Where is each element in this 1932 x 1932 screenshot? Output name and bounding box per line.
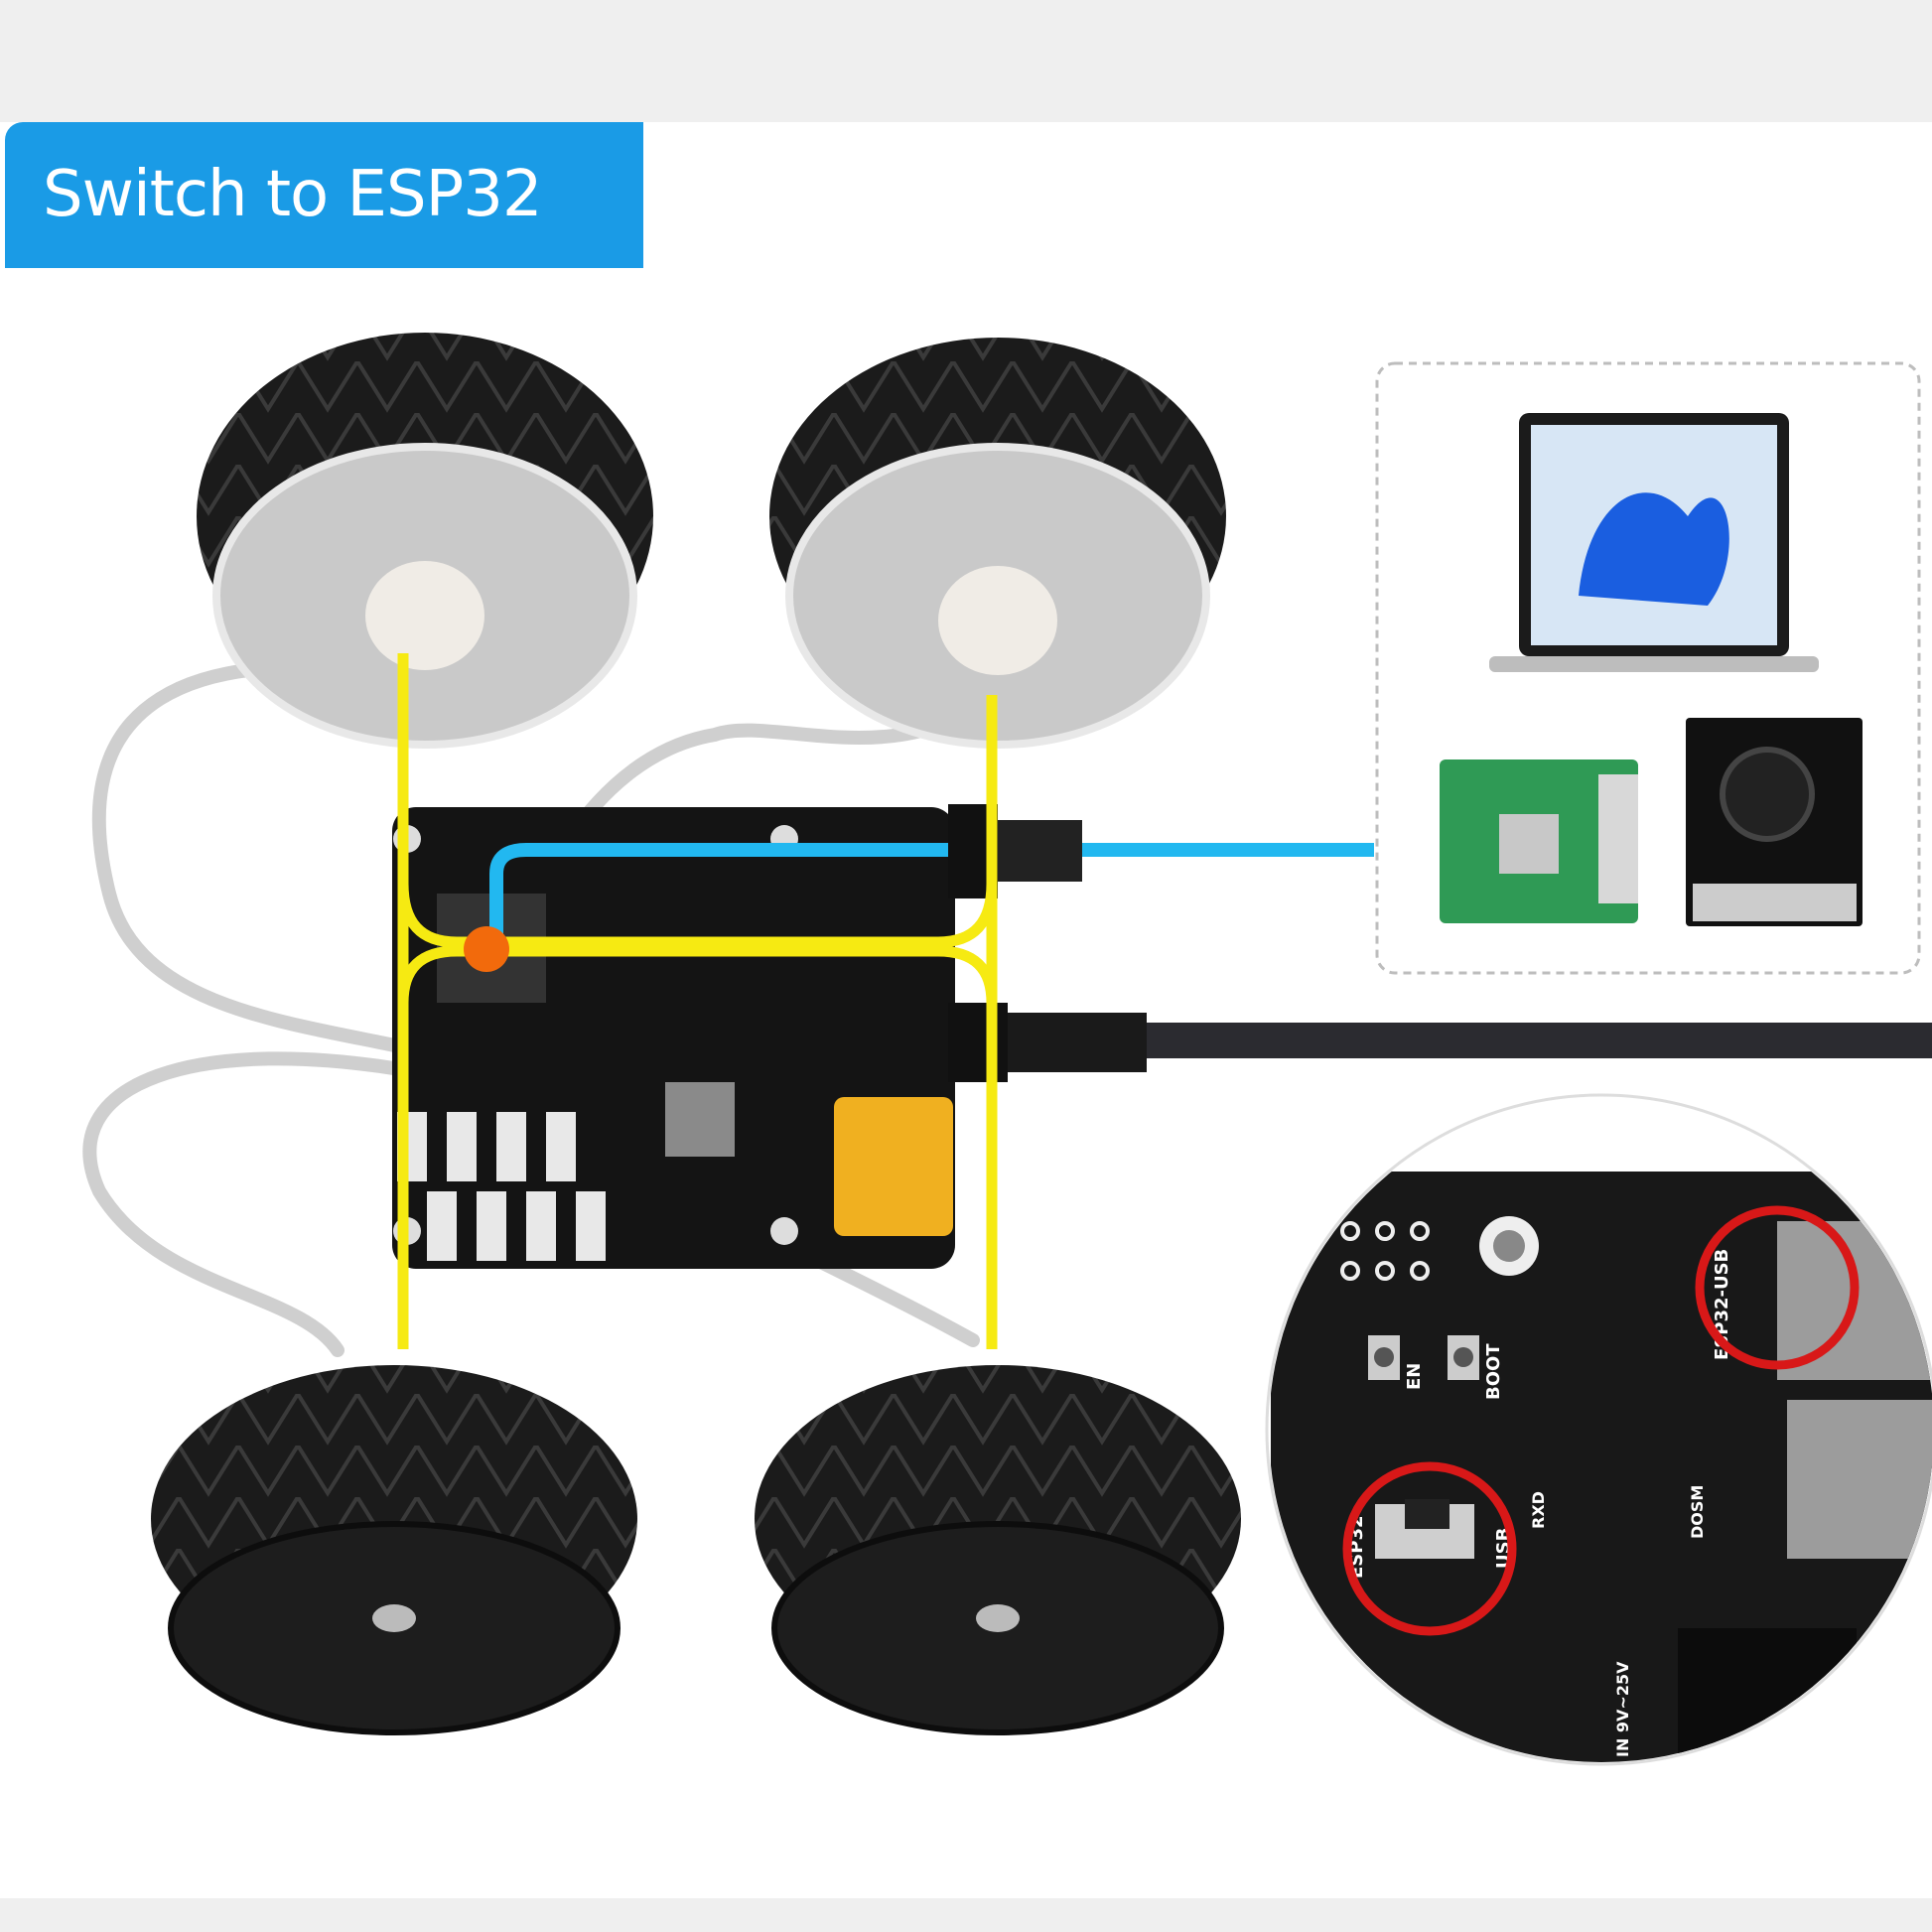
bottom-band xyxy=(0,1898,1932,1932)
jetson-image xyxy=(1686,718,1863,926)
label-rxd: RXD xyxy=(1529,1491,1548,1529)
junction-dot xyxy=(464,926,509,972)
wheel-bottom-left xyxy=(151,1365,637,1735)
xt60-connector xyxy=(834,1097,953,1236)
wheel-bottom-right xyxy=(755,1365,1241,1735)
raspberry-pi-image xyxy=(1440,759,1638,923)
label-boot: BOOT xyxy=(1483,1343,1504,1400)
second-usb-port xyxy=(1787,1400,1932,1559)
title-banner: Switch to ESP32 control xyxy=(5,122,643,377)
laptop-image xyxy=(1489,413,1819,672)
highlight-esp32-usb-port xyxy=(1695,1205,1860,1370)
wheel-top-left xyxy=(197,333,653,749)
yellow-signal-path xyxy=(397,653,998,1349)
zoom-inset: EN BOOT ESP32-USB ESP32 USB RXD DOSM IN … xyxy=(1265,1093,1932,1766)
host-devices-box xyxy=(1375,361,1921,975)
power-cable-black xyxy=(948,1003,1932,1082)
highlight-mode-switch xyxy=(1342,1461,1517,1636)
label-en: EN xyxy=(1404,1363,1425,1390)
label-dosm: DOSM xyxy=(1688,1485,1707,1539)
wheel-top-right xyxy=(769,338,1226,749)
top-band xyxy=(0,0,1932,122)
label-power-in: IN 9V~25V xyxy=(1613,1661,1632,1757)
driver-board xyxy=(392,807,955,1269)
